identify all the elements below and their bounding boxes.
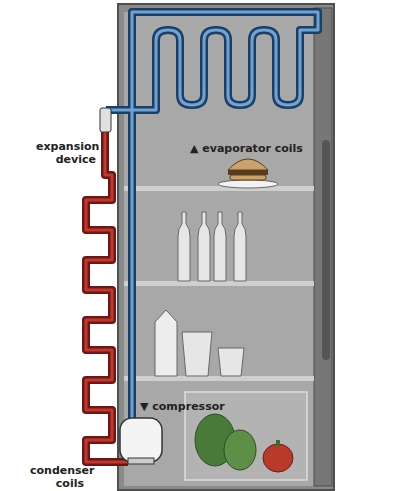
door-handle <box>322 140 330 360</box>
burger-bun <box>230 175 266 180</box>
condenser-tube-highlight <box>86 132 128 462</box>
bottle <box>214 212 226 281</box>
shelf <box>124 186 314 191</box>
compressor-unit <box>120 418 162 462</box>
shelf <box>124 376 314 381</box>
cup <box>182 332 212 376</box>
cup <box>218 348 244 376</box>
pepper-stem <box>276 440 280 446</box>
expansion-valve <box>100 108 111 132</box>
plate <box>218 180 278 188</box>
fridge-door <box>314 8 332 486</box>
burger-bun <box>228 159 268 170</box>
shelf <box>124 281 314 286</box>
bottle <box>178 212 190 281</box>
pepper <box>263 444 293 472</box>
burger-patty <box>228 170 268 175</box>
evaporator-tube-highlight <box>106 12 318 445</box>
milk-carton <box>155 310 177 376</box>
part-label: ▲ evaporator coils <box>190 142 320 155</box>
leafy-vegetable <box>224 430 256 470</box>
part-label: expansion device <box>36 140 96 166</box>
bottle <box>234 212 246 281</box>
part-label: ▼ compressor <box>140 400 250 413</box>
evaporator-tube <box>106 12 318 445</box>
condenser-tube <box>86 132 128 462</box>
bottles <box>178 212 246 281</box>
part-label: condenser coils <box>30 464 84 490</box>
compressor-base <box>128 458 154 464</box>
bottle <box>198 212 210 281</box>
